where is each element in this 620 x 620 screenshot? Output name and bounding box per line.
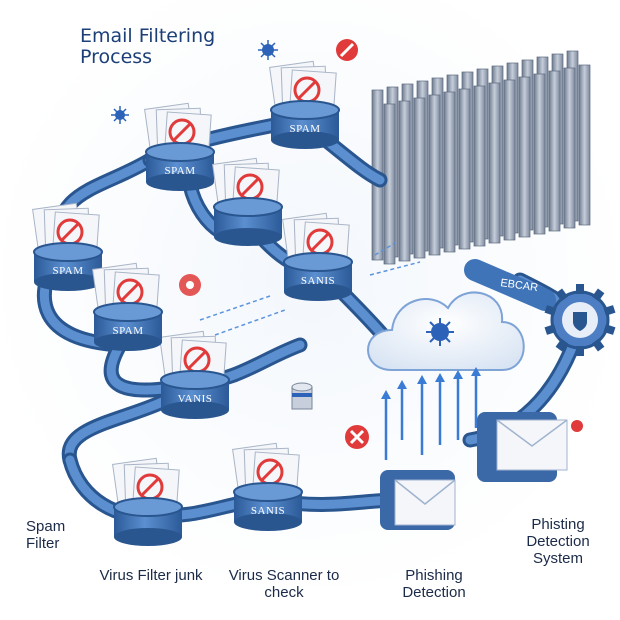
arrow-icon [417, 375, 427, 455]
server-column [578, 64, 591, 226]
server-column [548, 70, 561, 232]
drum-rim [283, 252, 353, 272]
gear-tooth [544, 305, 557, 316]
arrow-icon [381, 390, 391, 460]
filter-node: SANIS [282, 212, 353, 301]
server-column [458, 88, 471, 250]
gear-tooth [592, 288, 605, 302]
node-label: SPAM [53, 265, 84, 277]
server-label: EBCAR [500, 277, 539, 294]
drum-rim [33, 242, 103, 262]
server-column [428, 94, 441, 256]
server-column [443, 91, 456, 253]
filter-node: SPAM [92, 262, 163, 351]
gear-tooth [576, 284, 584, 294]
drum-rim [270, 100, 340, 120]
filter-node: SPAM [269, 60, 340, 149]
drum-base [146, 173, 214, 191]
storage-icon [291, 382, 313, 410]
caption-virus-filter: Virus Filter junk [99, 567, 203, 584]
filter-nodes: SPAM SPAM SPAM SANIS VANIS SPAM SANIS [32, 60, 353, 546]
gear-icon [544, 284, 616, 356]
server-column [563, 67, 576, 229]
server-column [473, 85, 486, 247]
server-column [503, 79, 516, 241]
drum-base [214, 228, 282, 246]
cloud-icon [367, 291, 525, 371]
shield-icon [573, 312, 587, 331]
arrow-icon [381, 367, 481, 460]
caption-virus-scanner: Virus Scanner to check [228, 567, 340, 601]
page-title: Email Filtering Process [80, 25, 216, 68]
filter-node: SPAM [144, 102, 215, 191]
drum-base [34, 273, 102, 291]
gear-tooth [576, 346, 584, 356]
drum-rim [145, 142, 215, 162]
filter-node: SANIS [232, 442, 303, 531]
arrow-icon [453, 370, 463, 440]
filter-node [112, 457, 183, 546]
node-label: SANIS [251, 505, 285, 517]
virus-icon [426, 318, 454, 346]
virus-icon [111, 106, 129, 124]
envelope-icon [477, 412, 583, 482]
arrow-icon [397, 380, 407, 440]
gear-tooth [544, 324, 557, 335]
node-label: SPAM [165, 165, 196, 177]
drum-base [284, 283, 352, 301]
filter-node: VANIS [159, 330, 230, 419]
drum-rim [93, 302, 163, 322]
caption-phishing-detection: Phishing Detection [402, 567, 466, 601]
server-column [518, 76, 531, 238]
arrow-icon [435, 373, 445, 445]
drum-rim [213, 197, 283, 217]
server-column [533, 73, 546, 235]
envelope-icon [380, 470, 456, 530]
caption-phishing-system: Phisting Detection System [526, 516, 590, 567]
pipe-segment [464, 259, 556, 311]
gear-tooth [603, 324, 616, 335]
drum-rim [233, 482, 303, 502]
drum-rim [160, 370, 230, 390]
server-column [488, 82, 501, 244]
arrow-icon [471, 367, 481, 428]
drum-base [271, 131, 339, 149]
node-label: VANIS [178, 393, 213, 405]
drum-base [94, 333, 162, 351]
gear-tooth [592, 338, 605, 352]
server-column [413, 97, 426, 259]
server-column [398, 100, 411, 262]
server-rack-icon [371, 50, 591, 265]
virus-icon [258, 40, 278, 60]
node-label: SPAM [113, 325, 144, 337]
flow-arrows [199, 242, 421, 336]
gear-tooth [555, 338, 568, 352]
gear-tooth [555, 288, 568, 302]
filter-node [212, 157, 283, 246]
drum-rim [113, 497, 183, 517]
gear-tooth [603, 305, 616, 316]
node-label: SANIS [301, 275, 335, 287]
block-icon [179, 39, 369, 449]
drum-base [234, 513, 302, 531]
caption-spam-filter: Spam Filter [26, 518, 66, 552]
drum-base [161, 401, 229, 419]
node-label: SPAM [290, 123, 321, 135]
filter-node: SPAM [32, 202, 103, 291]
drum-base [114, 528, 182, 546]
